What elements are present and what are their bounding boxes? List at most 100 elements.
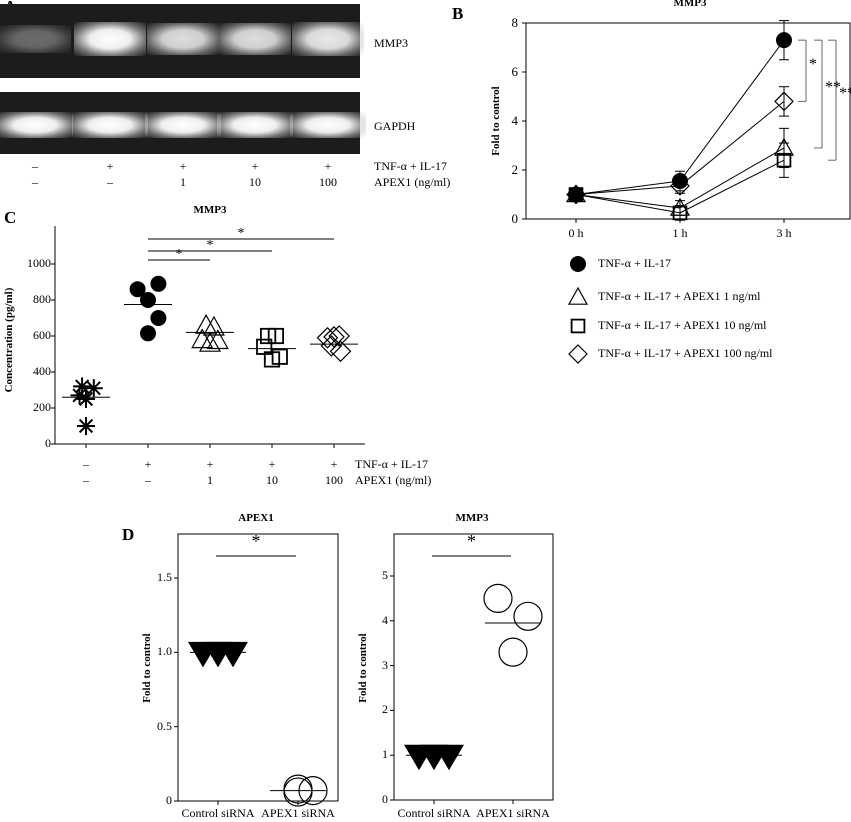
condition-apex1: 1 xyxy=(180,175,186,189)
data-point xyxy=(77,390,95,408)
y-tick-label: 0 xyxy=(45,436,51,450)
data-point xyxy=(316,326,339,349)
y-tick-label: 0 xyxy=(166,793,172,807)
condition-apex1: – xyxy=(32,175,38,189)
panel-label-c: C xyxy=(4,208,17,227)
condition-tnf-il17: + xyxy=(179,159,187,173)
condition-apex1: – xyxy=(107,175,113,189)
data-point xyxy=(129,281,146,298)
condition-apex1: – xyxy=(83,473,89,487)
sig-star: * xyxy=(175,247,183,262)
sig-star: * xyxy=(237,226,245,241)
series-line xyxy=(679,101,785,187)
series-line xyxy=(679,147,785,209)
legend-label: TNF-α + IL-17 xyxy=(598,256,672,270)
condition-tnf-il17: + xyxy=(268,457,276,471)
y-tick-label: 5 xyxy=(382,568,388,582)
data-point xyxy=(566,184,586,205)
y-axis-label: Concentration (pg/ml) xyxy=(3,287,15,393)
data-point xyxy=(774,91,794,112)
data-point xyxy=(498,637,528,667)
gel-band-gapdh xyxy=(0,112,73,138)
series-line xyxy=(575,194,681,214)
condition-apex1: 100 xyxy=(325,473,343,487)
condition-row-label-tnf: TNF-α + IL-17 xyxy=(355,457,429,471)
chart-title: MMP3 xyxy=(455,512,489,524)
data-point xyxy=(73,377,92,396)
condition-tnf-il17: + xyxy=(144,457,152,471)
gel-band-gapdh xyxy=(217,112,293,138)
data-point xyxy=(218,641,248,668)
y-tick-label: 200 xyxy=(33,400,51,414)
gel-band-gapdh xyxy=(290,112,366,138)
y-tick-label: 2 xyxy=(511,162,519,177)
condition-tnf-il17: + xyxy=(251,159,259,173)
y-tick-label: 1 xyxy=(382,747,388,762)
gel-mmp3 xyxy=(0,4,364,78)
legend-label: TNF-α + IL-17 + APEX1 1 ng/ml xyxy=(598,289,761,303)
data-point xyxy=(140,292,156,308)
condition-row-label-tnf: TNF-α + IL-17 xyxy=(374,159,448,173)
data-point xyxy=(670,176,690,196)
data-point xyxy=(283,777,313,807)
data-point xyxy=(267,327,285,345)
y-tick-label: 2 xyxy=(382,702,388,717)
data-point xyxy=(328,325,351,347)
legend-marker xyxy=(570,256,586,272)
condition-tnf-il17: + xyxy=(106,159,114,173)
sig-star: * xyxy=(206,238,214,253)
y-tick-label: 800 xyxy=(33,292,51,306)
gel-band-mmp3 xyxy=(0,24,71,54)
y-tick-label: 4 xyxy=(382,612,388,627)
x-tick-label: 3 h xyxy=(776,226,792,240)
data-point xyxy=(329,340,352,363)
data-point xyxy=(568,187,584,202)
condition-tnf-il17: + xyxy=(206,457,214,471)
x-tick-label: APEX1 siRNA xyxy=(261,806,335,820)
condition-apex1: – xyxy=(145,473,151,487)
y-tick-label: 1000 xyxy=(27,256,51,270)
y-axis-label: Fold to control xyxy=(490,86,502,156)
condition-row-label-apex1: APEX1 (ng/ml) xyxy=(374,175,451,189)
y-tick-label: 1.5 xyxy=(157,570,172,584)
legend-marker xyxy=(570,318,586,334)
data-point xyxy=(198,331,222,352)
condition-apex1: 1 xyxy=(207,473,213,487)
series-line xyxy=(679,39,785,182)
sig-star: ** xyxy=(825,79,841,97)
condition-tnf-il17: – xyxy=(83,457,89,471)
data-point xyxy=(513,601,543,631)
condition-apex1: 100 xyxy=(319,175,337,189)
y-axis-label: Fold to control xyxy=(357,633,369,703)
data-point xyxy=(320,335,343,357)
x-tick-label: 0 h xyxy=(568,226,584,240)
data-point xyxy=(672,173,688,190)
series-line xyxy=(575,194,681,209)
chart-title: MMP3 xyxy=(673,0,707,9)
y-tick-label: 1.0 xyxy=(157,644,172,659)
data-point xyxy=(206,329,229,350)
data-point xyxy=(140,325,156,342)
gel-band-mmp3 xyxy=(74,22,146,56)
y-tick-label: 8 xyxy=(511,15,519,30)
data-point xyxy=(483,583,513,614)
gel-label-gapdh: GAPDH xyxy=(374,119,416,133)
data-point xyxy=(434,744,464,771)
panel-label-d: D xyxy=(122,525,135,544)
gel-band-gapdh xyxy=(145,112,221,138)
data-point xyxy=(773,137,795,156)
legend-marker xyxy=(568,344,588,364)
gel-band-mmp3 xyxy=(147,22,219,56)
condition-tnf-il17: + xyxy=(330,457,338,471)
data-point xyxy=(77,417,95,435)
condition-row-label-apex1: APEX1 (ng/ml) xyxy=(355,473,432,487)
condition-apex1: 10 xyxy=(266,473,278,487)
data-point xyxy=(195,313,218,334)
y-tick-label: 400 xyxy=(33,364,51,378)
gel-label-mmp3: MMP3 xyxy=(374,36,409,50)
data-point xyxy=(150,275,167,292)
data-point xyxy=(568,186,584,203)
gel-band-gapdh xyxy=(72,112,148,138)
sig-star: * xyxy=(251,531,261,551)
